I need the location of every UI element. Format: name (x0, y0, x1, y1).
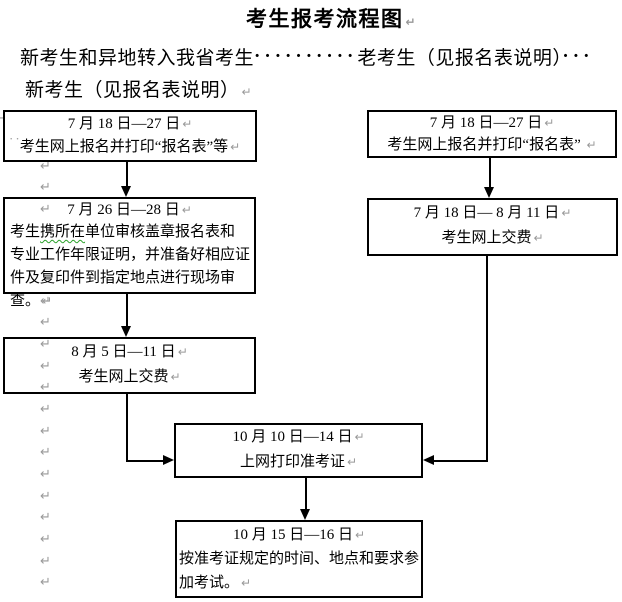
box-body-line: 考生网上报名并打印“报名表” ↵ (387, 137, 597, 153)
connector-l2-l3 (126, 292, 128, 327)
paragraph-mark-icon: ↵ (40, 159, 51, 174)
flow-box-online-payment-new: 8 月 5 日—11 日↵ 考生网上交费↵ (3, 337, 256, 394)
paragraph-mark-icon: ↵ (40, 337, 51, 352)
connector-r1-r2 (489, 157, 491, 188)
connector-l3-mid-horizontal (126, 460, 164, 462)
arrowhead-left-icon (423, 455, 434, 465)
box-date-line: 10 月 15 日—16 日↵ (232, 527, 366, 543)
box-date-line: 7 月 18 日— 8 月 11 日↵ (413, 205, 572, 221)
paragraph-mark-icon: ↵ (177, 345, 188, 359)
connector-r2-mid-vertical (486, 256, 488, 462)
paragraph-mark-icon: ↵ (533, 231, 544, 245)
dotted-leader-trail: ··· (562, 46, 594, 67)
paragraph-mark-icon: ↵ (40, 532, 51, 547)
branch-label-old-candidates: 老考生（见报名表说明） (357, 48, 563, 69)
box-body-line: 考生网上报名并打印“报名表”等↵ (19, 139, 241, 155)
box-date-line: 8 月 5 日—11 日↵ (71, 344, 188, 360)
paragraph-mark-icon: ↵ (40, 575, 51, 590)
paragraph-mark-icon: ↵ (40, 510, 51, 525)
box-body-line: 上网打印准考证↵ (239, 454, 358, 470)
connector-mid-bottom (305, 477, 307, 510)
box-body-paragraph: 按准考证规定的时间、地点和要求参加考试。↵ (179, 551, 420, 591)
paragraph-mark-icon: ↵ (170, 370, 181, 384)
box-date-line: 7 月 18 日—27 日↵ (429, 115, 555, 131)
box-date-line: 10 月 10 日—14 日↵ (232, 429, 365, 445)
paragraph-mark-icon: ↵ (40, 180, 51, 195)
arrowhead-right-icon (163, 455, 174, 465)
connector-r2-mid-horizontal (434, 460, 487, 462)
paragraph-mark-icon: ↵ (586, 138, 597, 152)
paragraph-mark-icon: ↵ (40, 294, 51, 309)
connector-l3-mid-vertical (126, 394, 128, 461)
paragraph-mark-icon: ↵ (181, 203, 192, 217)
box-body-line: 考生网上交费↵ (441, 230, 544, 246)
page-title: 考生报考流程图↵ (246, 7, 418, 31)
flow-box-online-register-old: 7 月 18 日—27 日↵ 考生网上报名并打印“报名表” ↵ (367, 110, 617, 158)
paragraph-mark-icon: ↵ (230, 140, 241, 154)
paragraph-mark-icon: ↵ (40, 202, 51, 217)
paragraph-mark-icon: ↵ (405, 15, 418, 29)
arrowhead-down-icon (300, 509, 310, 520)
arrowhead-down-icon (121, 326, 131, 337)
paragraph-mark-icon: ↵ (544, 116, 555, 130)
box-date-line: 7 月 26 日—28 日↵ (67, 202, 192, 218)
paragraph-mark-icon: ↵ (354, 528, 366, 542)
box-body-line: 考生网上交费↵ (78, 369, 181, 385)
dotted-leader: ·········· (254, 46, 358, 67)
arrowhead-down-icon (484, 187, 494, 198)
paragraph-mark-icon: ↵ (40, 315, 51, 330)
branch-label-new-candidates: 新考生和异地转入我省考生 (20, 48, 255, 69)
paragraph-mark-icon: ↵ (241, 576, 252, 590)
paragraph-mark-icon: ↵ (241, 85, 253, 99)
paragraph-mark-icon: ↵ (40, 445, 51, 460)
paragraph-mark-icon: ↵ (561, 206, 572, 220)
paragraph-mark-icon: ↵ (40, 467, 51, 482)
flow-box-print-admission-ticket: 10 月 10 日—14 日↵ 上网打印准考证↵ (174, 423, 423, 478)
paragraph-mark-icon: ↵ (40, 489, 51, 504)
flow-box-online-payment-old: 7 月 18 日— 8 月 11 日↵ 考生网上交费↵ (367, 198, 618, 256)
branch-label-row: 新考生和异地转入我省考生··········老考生（见报名表说明）··· (20, 43, 593, 70)
paragraph-mark-icon: ↵ (182, 117, 193, 131)
paragraph-mark-icon: ↵ (40, 402, 51, 417)
box-body-paragraph: 考生携所在单位审核盖章报名表和专业工作年限证明，并准备好相应证件及复印件到指定地… (10, 224, 251, 309)
paragraph-mark-icon: ↵ (42, 294, 53, 308)
connector-l1-l2 (126, 160, 128, 187)
flow-box-online-register-new: 7 月 18 日—27 日↵ 考生网上报名并打印“报名表”等↵ (3, 110, 257, 162)
spellcheck-flagged-text: 携所在 (40, 224, 86, 240)
paragraph-mark-icon: ↵ (40, 380, 51, 395)
paragraph-mark-icon: ↵ (346, 455, 358, 469)
box-date-line: 7 月 18 日—27 日↵ (67, 116, 193, 132)
space-marks-icon: ·· (9, 131, 22, 146)
branch-label-new-candidate-note: 新考生（见报名表说明）↵ (25, 80, 253, 101)
paragraph-mark-icon: ↵ (40, 424, 51, 439)
flow-box-take-exam: 10 月 15 日—16 日↵ 按准考证规定的时间、地点和要求参加考试。↵ (175, 520, 423, 598)
paragraph-mark-icon: ↵ (354, 430, 365, 444)
arrowhead-down-icon (121, 186, 131, 197)
flow-box-onsite-review: 7 月 26 日—28 日↵ 考生携所在单位审核盖章报名表和专业工作年限证明，并… (3, 197, 256, 309)
paragraph-mark-icon: ↵ (40, 554, 51, 569)
paragraph-mark-icon: ↵ (40, 359, 51, 374)
